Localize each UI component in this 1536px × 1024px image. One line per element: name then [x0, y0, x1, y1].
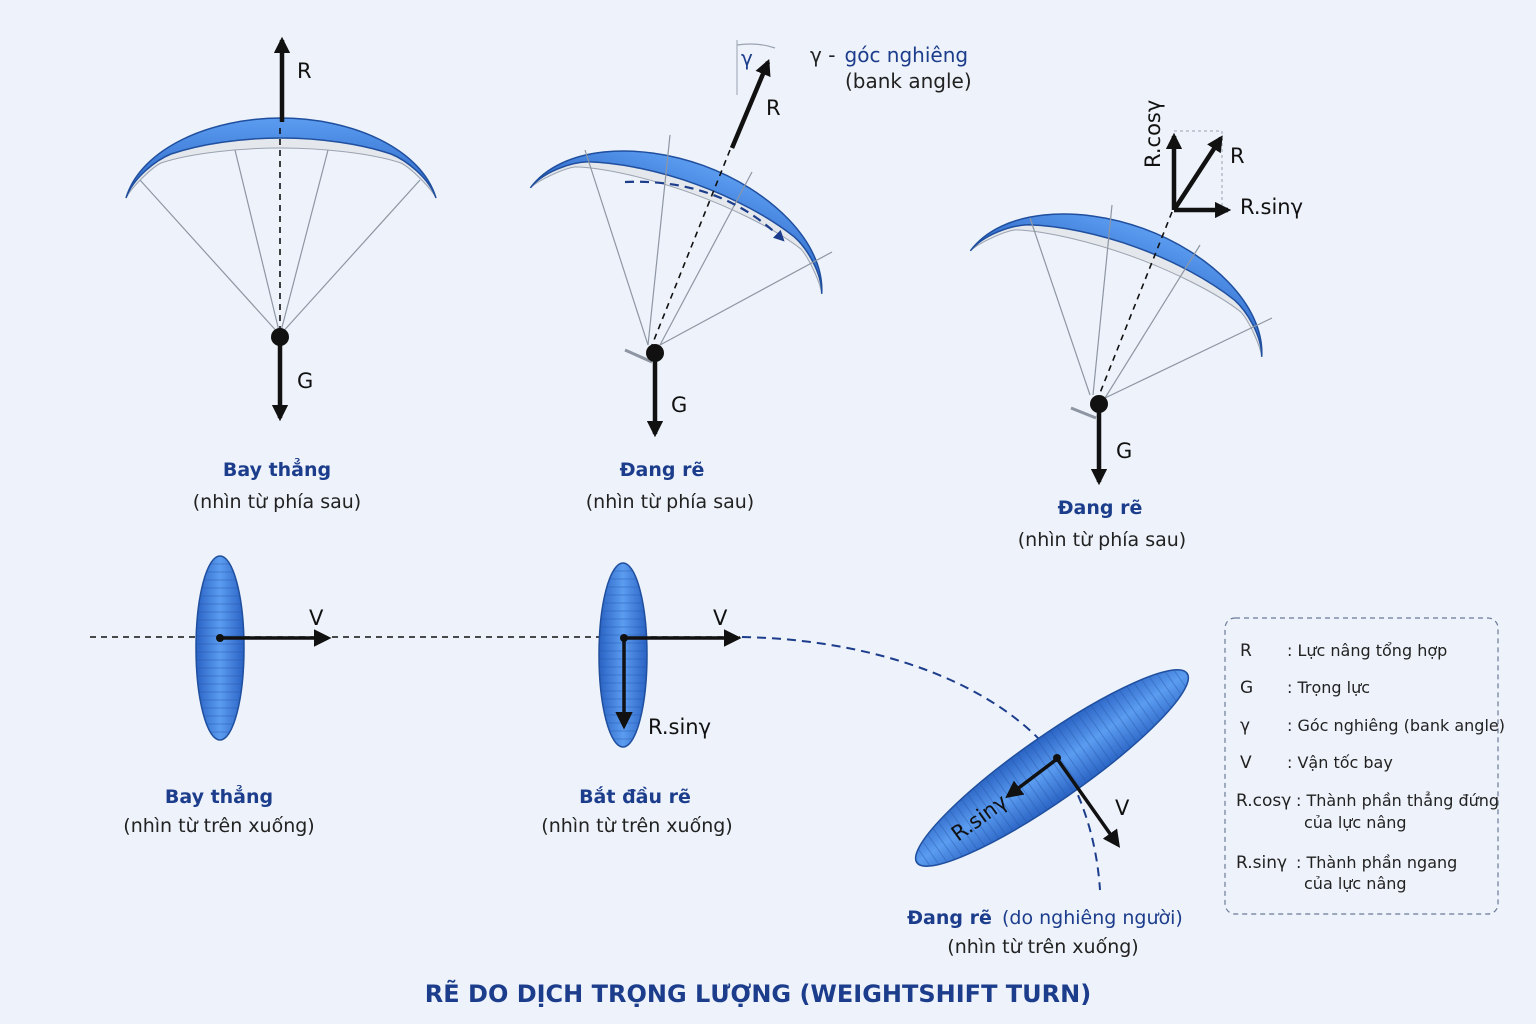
legend-text-line2: của lực nâng: [1304, 813, 1407, 832]
legend-item: γ : Góc nghiêng (bank angle): [1240, 716, 1505, 736]
caption-title: Bay thẳng: [165, 784, 273, 808]
harness-bar: [1070, 406, 1097, 420]
caption-title: Bắt đầu rẽ: [579, 785, 691, 808]
caption-title: Đang rẽ: [620, 459, 705, 481]
suspension-lines: [1029, 204, 1273, 399]
caption-sub: (nhìn từ trên xuống): [947, 936, 1138, 958]
legend-item: R.cosγ : Thành phần thẳng đứng của lực n…: [1236, 791, 1499, 832]
suspension-lines: [584, 134, 833, 346]
banked-axis-line: [651, 149, 731, 346]
caption-sub: (nhìn từ phía sau): [1018, 529, 1186, 551]
harness-bar: [624, 348, 653, 364]
label-g: G: [1116, 439, 1132, 463]
turn-direction-arrow: [624, 180, 785, 242]
bank-note-line1: γ - góc nghiêng: [810, 43, 968, 67]
velocity-arrow-v: [1056, 758, 1121, 848]
pilot-point: [271, 328, 289, 346]
wing-top-straight: [195, 555, 245, 741]
label-r-sin: R.sinγ: [648, 715, 711, 739]
caption-title-extra: (do nghiêng người): [1002, 907, 1183, 929]
caption-sub: (nhìn từ trên xuống): [123, 815, 314, 837]
legend: R : Lực nâng tổng hợp G : Trọng lực γ : …: [1224, 617, 1505, 915]
label-r: R: [1230, 144, 1245, 168]
label-v: V: [309, 606, 324, 630]
suspension-lines: [139, 149, 421, 336]
caption-title: Đang rẽ (do nghiêng người): [907, 907, 1183, 929]
legend-text: : Thành phần thẳng đứng: [1296, 791, 1499, 810]
lateral-arrow-r-sin: [1005, 757, 1059, 799]
page-title: RẼ DO DỊCH TRỌNG LƯỢNG (WEIGHTSHIFT TURN…: [425, 979, 1091, 1008]
lift-arrow-r: [729, 59, 771, 149]
legend-text: : Góc nghiêng (bank angle): [1287, 716, 1505, 735]
label-v: V: [713, 606, 728, 630]
legend-box: [1224, 617, 1499, 915]
banked-axis-line: [1097, 211, 1173, 399]
rear-view-straight: R G Bay thẳng (nhìn từ phía sau): [125, 36, 437, 513]
legend-item: R : Lực nâng tổng hợp: [1240, 641, 1447, 661]
caption-title: Đang rẽ: [1058, 497, 1143, 519]
legend-key: γ: [1240, 716, 1250, 736]
wing-rear-straight: [125, 117, 437, 199]
lift-arrow-r: [1172, 135, 1223, 212]
wing-top-banked: [914, 669, 1190, 867]
legend-key: R.cosγ: [1236, 791, 1291, 811]
label-r: R: [297, 59, 312, 83]
legend-key: G: [1240, 678, 1253, 698]
legend-key: R.sinγ: [1236, 853, 1287, 873]
legend-item: R.sinγ : Thành phần ngang của lực nâng: [1236, 853, 1457, 893]
caption-title-main: Đang rẽ: [907, 907, 992, 929]
pilot-point: [1090, 395, 1108, 413]
legend-text: : Lực nâng tổng hợp: [1287, 641, 1447, 660]
rear-view-components: R.cosγ R R.sinγ G Đang rẽ (nhìn từ phía …: [969, 100, 1303, 551]
label-g: G: [297, 369, 313, 393]
bank-angle-note: γ - góc nghiêng (bank angle): [810, 43, 972, 93]
bank-note-english: (bank angle): [845, 69, 972, 93]
caption-sub: (nhìn từ trên xuống): [541, 815, 732, 837]
label-v: V: [1115, 796, 1130, 820]
legend-item: G : Trọng lực: [1240, 678, 1370, 698]
pilot-point: [646, 344, 664, 362]
label-r-cos: R.cosγ: [1141, 100, 1165, 168]
caption-title: Bay thẳng: [223, 457, 331, 481]
legend-text-line2: của lực nâng: [1304, 874, 1407, 893]
wing-rear-banked: [529, 111, 850, 295]
pilot-point: [216, 634, 224, 642]
legend-key: R: [1240, 641, 1252, 661]
label-g: G: [671, 393, 687, 417]
rear-view-turning: γ R G Đang rẽ (nhìn từ phía sau): [529, 40, 850, 513]
legend-key: V: [1240, 753, 1252, 773]
caption-sub: (nhìn từ phía sau): [193, 491, 361, 513]
label-r: R: [766, 96, 781, 120]
flight-path-curve: [741, 636, 1101, 891]
label-gamma: γ: [741, 46, 753, 70]
legend-text: : Thành phần ngang: [1296, 853, 1457, 872]
legend-item: V : Vận tốc bay: [1240, 753, 1393, 773]
caption-sub: (nhìn từ phía sau): [586, 491, 754, 513]
pilot-point: [620, 634, 628, 642]
top-view-straight: V Bay thẳng (nhìn từ trên xuống): [123, 555, 332, 837]
top-view-start-turn: V R.sinγ Bắt đầu rẽ (nhìn từ trên xuống): [541, 562, 742, 837]
top-view-turning: R.sinγ V Đang rẽ (do nghiêng người) (nhì…: [907, 669, 1190, 958]
label-r-sin: R.sinγ: [1240, 195, 1303, 219]
legend-text: : Trọng lực: [1287, 678, 1370, 697]
legend-text: : Vận tốc bay: [1287, 753, 1393, 772]
bank-angle-arc: [736, 43, 776, 49]
